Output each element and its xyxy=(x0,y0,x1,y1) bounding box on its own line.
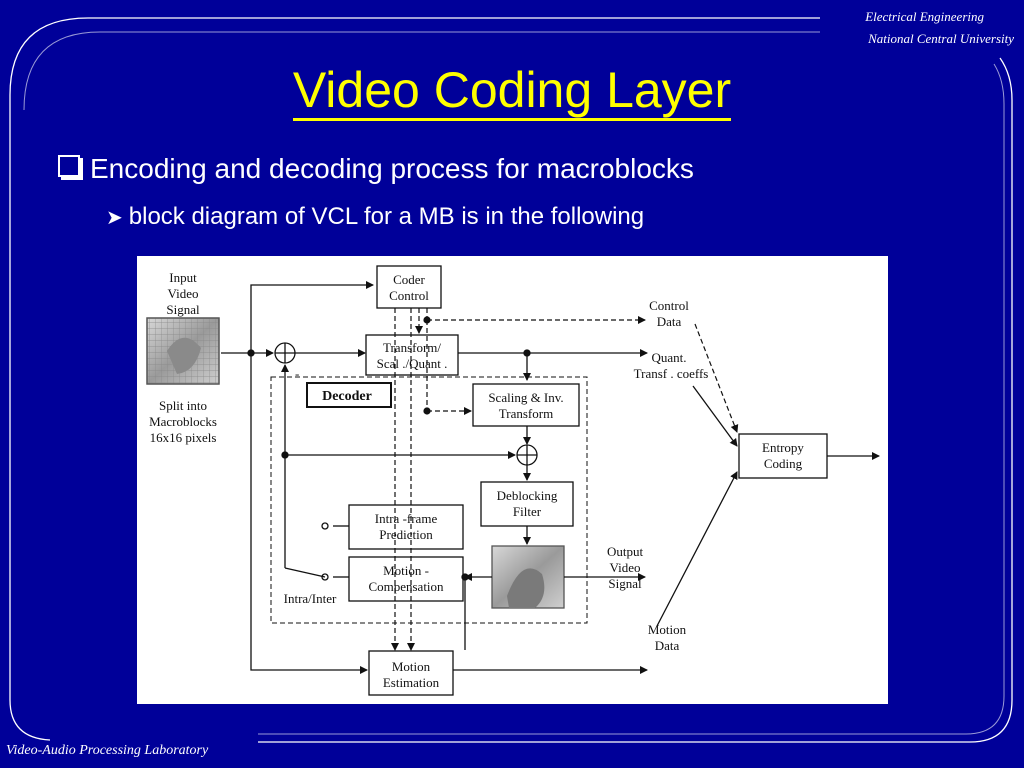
input-label-line1: Input xyxy=(169,270,197,285)
org-department: Electrical Engineering xyxy=(865,9,984,24)
motion-data-line2: Data xyxy=(655,638,680,653)
coder-control-line2: Control xyxy=(389,288,429,303)
quant-coeffs-line1: Quant. xyxy=(651,350,686,365)
decoder-label: Decoder xyxy=(322,389,372,404)
bullet-level1-text: Encoding and decoding process for macrob… xyxy=(90,153,694,184)
intra-prediction-line2: Prediction xyxy=(379,527,433,542)
transform-quant-line2: Scal ./Quant . xyxy=(377,356,448,371)
entropy-coding-line1: Entropy xyxy=(762,440,804,455)
slide-title-text: Video Coding Layer xyxy=(292,62,732,121)
coder-control-line1: Coder xyxy=(393,272,425,287)
split-label-line2: Macroblocks xyxy=(149,414,217,429)
square-bullet-icon xyxy=(58,155,80,177)
bullet-level2-text: block diagram of VCL for a MB is in the … xyxy=(128,203,645,230)
split-label-line3: 16x16 pixels xyxy=(150,430,217,445)
input-label-line2: Video xyxy=(168,286,199,301)
vcl-block-diagram: Input Video Signal Split into Macroblock… xyxy=(137,256,888,704)
split-label-line1: Split into xyxy=(159,398,207,413)
diagram-svg: Input Video Signal Split into Macroblock… xyxy=(146,265,880,696)
output-label-line3: Signal xyxy=(608,576,642,591)
slide-title: Video Coding Layer xyxy=(0,60,1024,121)
scaling-inv-line1: Scaling & Inv. xyxy=(488,390,563,405)
motion-estimation-line2: Estimation xyxy=(383,675,440,690)
quant-coeffs-line2: Transf . coeffs xyxy=(634,366,709,381)
footer-lab-name: Video-Audio Processing Laboratory xyxy=(6,743,209,758)
entropy-coding-line2: Coding xyxy=(764,456,803,471)
output-label-line2: Video xyxy=(610,560,641,575)
minus-sign: - xyxy=(295,366,299,381)
bullet-level1: Encoding and decoding process for macrob… xyxy=(58,152,694,186)
arrow-bullet-icon: ➤ xyxy=(106,205,123,229)
input-label-line3: Signal xyxy=(166,302,200,317)
motion-compensation-line1: Motion - xyxy=(383,563,429,578)
bullet-level2: ➤block diagram of VCL for a MB is in the… xyxy=(106,202,644,232)
control-data-line2: Data xyxy=(657,314,682,329)
deblocking-line1: Deblocking xyxy=(497,488,558,503)
intra-inter-label: Intra/Inter xyxy=(284,591,337,606)
output-label-line1: Output xyxy=(607,544,644,559)
motion-estimation-line1: Motion xyxy=(392,659,431,674)
deblocking-line2: Filter xyxy=(513,504,542,519)
motion-data-line1: Motion xyxy=(648,622,687,637)
motion-compensation-line2: Compensation xyxy=(368,579,444,594)
transform-quant-line1: Transform/ xyxy=(383,340,441,355)
scaling-inv-line2: Transform xyxy=(499,406,553,421)
control-data-line1: Control xyxy=(649,298,689,313)
org-university: National Central University xyxy=(868,31,1014,46)
intra-prediction-line1: Intra -frame xyxy=(375,511,438,526)
organization-header: Electrical Engineering National Central … xyxy=(865,6,1014,50)
